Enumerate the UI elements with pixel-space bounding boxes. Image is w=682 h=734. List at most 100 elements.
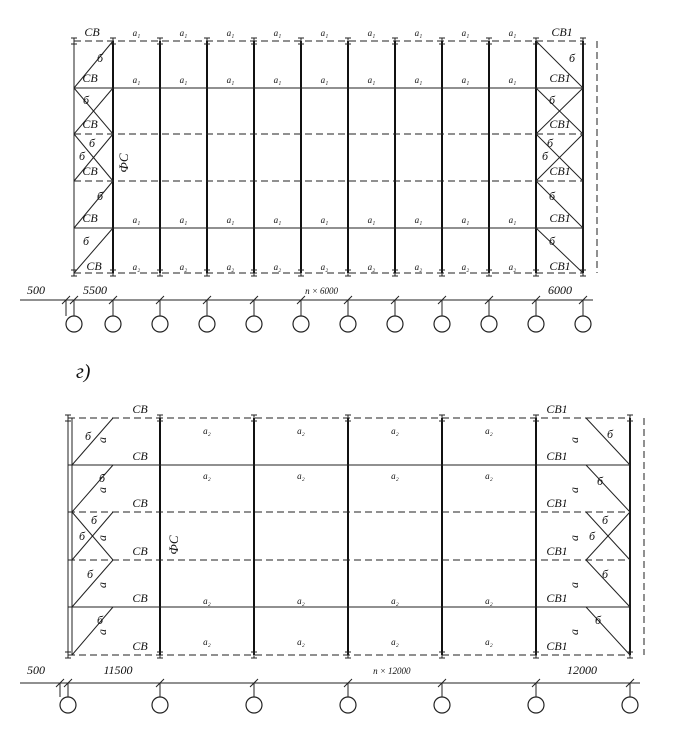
beam-label: a₁: [180, 215, 188, 225]
brace-mark: б: [83, 234, 90, 248]
brace-mark: б: [97, 613, 104, 627]
beam-label: a₂: [203, 471, 211, 481]
beam-label: a₁: [274, 215, 282, 225]
beam-label: a₁: [227, 28, 235, 38]
dimension-overhang: 500: [27, 663, 45, 677]
section-label: г): [76, 361, 91, 383]
beam-label: a₂: [368, 262, 376, 272]
beam-label: a₂: [297, 471, 305, 481]
beam-label: a₂: [509, 262, 517, 272]
grid-axis-circle: [574, 315, 592, 333]
beam-label: a₁: [133, 28, 141, 38]
brace-mark: б: [597, 474, 604, 488]
beam-label: a₂: [391, 596, 399, 606]
grid-axis-circle: [339, 696, 357, 714]
brace-mark: б: [87, 567, 94, 581]
gable-beam-label: a: [95, 535, 109, 541]
beam-label: a₂: [297, 596, 305, 606]
strut-label: CB: [132, 591, 148, 605]
brace-diagonal: [73, 87, 114, 135]
beam-label: a₁: [321, 215, 329, 225]
brace-mark: б: [547, 136, 554, 150]
brace-diagonal: [71, 511, 114, 561]
brace-diagonal: [585, 417, 631, 466]
strut-label: CB1: [549, 71, 570, 85]
strut-label: CB1: [549, 117, 570, 131]
dimension-repeat-count: n ×: [373, 666, 386, 676]
beam-label: a₂: [462, 262, 470, 272]
beam-label: a₂: [297, 637, 305, 647]
beam-label: a₂: [203, 637, 211, 647]
brace-diagonal: [585, 559, 631, 608]
strut-label: CB1: [546, 496, 567, 510]
grid-axis-circle: [245, 696, 263, 714]
grid-axis-circle: [621, 696, 639, 714]
beam-label: a₂: [180, 262, 188, 272]
brace-diagonal: [585, 606, 631, 656]
beam-label: a₁: [227, 215, 235, 225]
beam-label: a₂: [415, 262, 423, 272]
strut-label: CB: [82, 211, 98, 225]
frame-label: ФС: [116, 153, 131, 172]
brace-diagonal: [535, 87, 584, 135]
dimension-repeat-value: 12000: [388, 666, 411, 676]
bottom-plan: CBCBCBCBCBCBCB1CB1CB1CB1CB1CB1a₂a₂a₂a₂a₂…: [20, 402, 645, 714]
brace-mark: б: [549, 234, 556, 248]
dimension-last-bay: 12000: [567, 663, 597, 677]
brace-diagonal: [73, 180, 114, 229]
brace-diagonal: [535, 227, 584, 274]
dimension-first-bay: 11500: [103, 663, 132, 677]
grid-axis-circle: [292, 315, 310, 333]
grid-axis-circle: [65, 315, 83, 333]
beam-label: a₁: [509, 215, 517, 225]
beam-label: a₁: [415, 28, 423, 38]
brace-diagonal: [585, 511, 631, 561]
brace-diagonal: [535, 40, 584, 89]
strut-label: CB1: [546, 402, 567, 416]
dimension-overhang: 500: [27, 283, 45, 297]
beam-label: a₂: [133, 262, 141, 272]
gable-beam-label: a: [567, 487, 581, 493]
grid-axis-circle: [433, 315, 451, 333]
strut-label: CB: [86, 259, 102, 273]
beam-label: a₁: [321, 75, 329, 85]
strut-label: CB1: [546, 544, 567, 558]
gable-beam-label: a: [95, 487, 109, 493]
beam-label: a₁: [274, 75, 282, 85]
brace-mark: б: [99, 471, 106, 485]
strut-label: CB: [132, 402, 148, 416]
grid-axis-circle: [245, 315, 263, 333]
grid-axis-circle: [104, 315, 122, 333]
beam-label: a₁: [368, 75, 376, 85]
brace-mark: б: [549, 189, 556, 203]
beam-label: a₁: [368, 215, 376, 225]
beam-label: a₂: [391, 471, 399, 481]
brace-mark: б: [79, 149, 86, 163]
beam-label: a₁: [415, 215, 423, 225]
beam-label: a₁: [133, 75, 141, 85]
beam-label: a₁: [509, 28, 517, 38]
beam-label: a₁: [274, 28, 282, 38]
strut-label: CB: [132, 544, 148, 558]
brace-mark: б: [79, 529, 86, 543]
dimension-first-bay: 5500: [83, 283, 107, 297]
brace-diagonal: [73, 133, 114, 182]
grid-axis-circle: [433, 696, 451, 714]
grid-axis-circle: [386, 315, 404, 333]
beam-label: a₁: [509, 75, 517, 85]
grid-axis-circle: [480, 315, 498, 333]
brace-mark: б: [97, 189, 104, 203]
beam-label: a₁: [180, 28, 188, 38]
grid-axis-circle: [151, 315, 169, 333]
beam-label: a₁: [415, 75, 423, 85]
beam-label: a₁: [133, 215, 141, 225]
strut-label: CB1: [551, 25, 572, 39]
strut-label: CB: [82, 117, 98, 131]
strut-label: CB1: [546, 449, 567, 463]
brace-mark: б: [89, 136, 96, 150]
brace-mark: б: [542, 149, 549, 163]
strut-label: CB1: [549, 259, 570, 273]
beam-label: a₁: [462, 28, 470, 38]
brace-mark: б: [602, 567, 609, 581]
